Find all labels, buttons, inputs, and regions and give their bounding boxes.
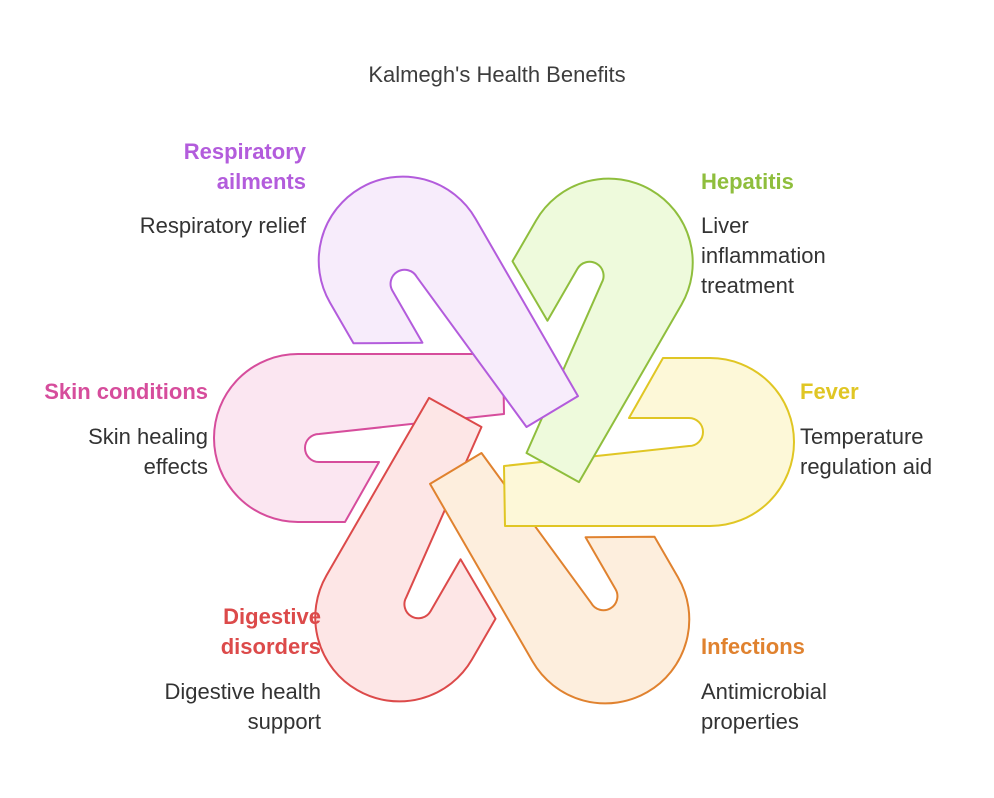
desc-line: Antimicrobial [701,679,827,704]
label-line: Infections [701,634,805,659]
label-line: Fever [800,379,859,404]
diagram-title: Kalmegh's Health Benefits [368,62,626,87]
desc-line: Respiratory relief [139,213,306,238]
label-skin-conditions: Skin conditions [44,377,208,407]
desc-line: treatment [701,273,794,298]
hook-respiratory [317,175,579,428]
hook-skin [213,353,505,523]
label-infections: Infections [701,632,805,662]
label-digestive-disorders: Digestive disorders [221,602,321,662]
label-line: Skin conditions [44,379,208,404]
label-line: disorders [220,634,321,659]
desc-line: regulation aid [800,454,933,479]
desc-line: support [247,709,321,734]
label-line: ailments [216,169,306,194]
desc-hepatitis: Liver inflammation treatment [701,211,826,301]
label-line: Digestive [223,604,321,629]
desc-line: inflammation [701,243,826,268]
desc-digestive-disorders: Digestive health support [164,677,321,737]
desc-line: Digestive health [164,679,321,704]
desc-fever: Temperature regulation aid [800,422,932,482]
hook-fever [503,357,795,527]
label-line: Hepatitis [701,169,794,194]
label-respiratory-ailments: Respiratory ailments [184,137,306,197]
desc-respiratory-ailments: Respiratory relief [140,211,306,241]
hook-infections [429,452,691,705]
desc-infections: Antimicrobial properties [701,677,827,737]
label-line: Respiratory [183,139,306,164]
label-fever: Fever [800,377,859,407]
desc-line: Skin healing [88,424,208,449]
desc-line: Liver [701,213,749,238]
label-hepatitis: Hepatitis [701,167,794,197]
desc-line: properties [701,709,799,734]
desc-skin-conditions: Skin healing effects [88,422,208,482]
desc-line: Temperature [800,424,924,449]
desc-line: effects [143,454,208,479]
